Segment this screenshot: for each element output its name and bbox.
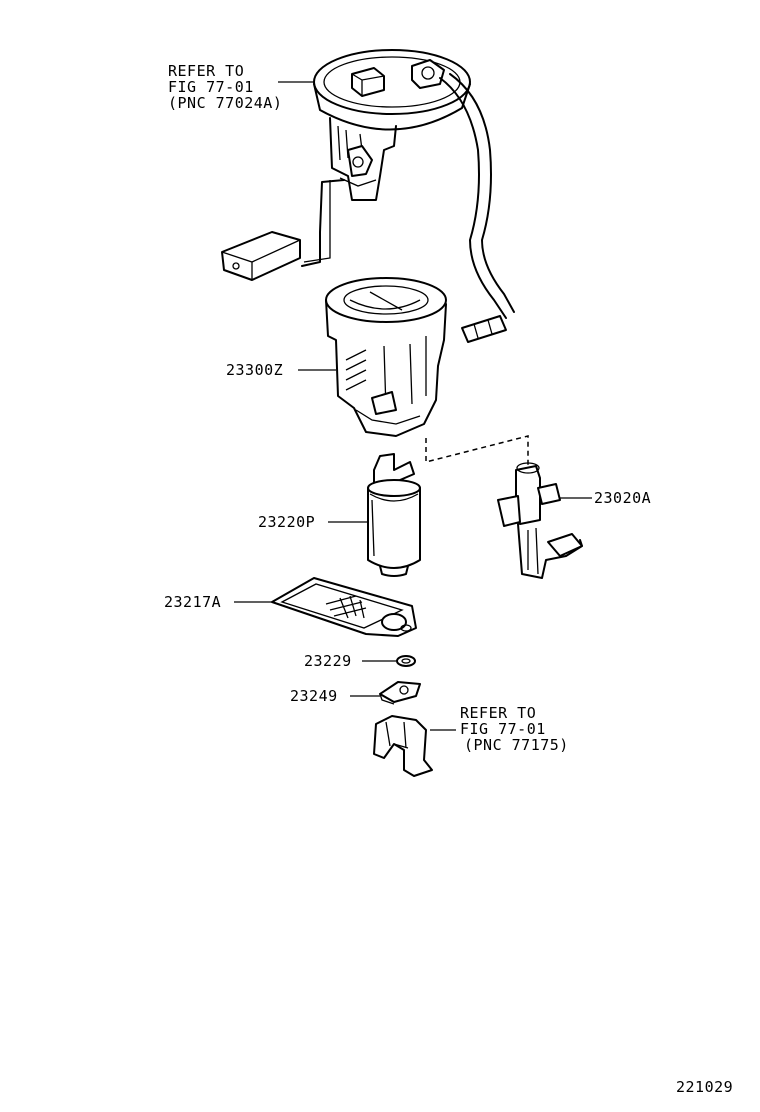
fuel-suction-filter-23217A (271, 577, 417, 637)
ref-bottom-line2: FIG 77-01 (460, 720, 546, 738)
retainer-23249 (379, 681, 421, 705)
part-label-23220P: 23220P (258, 513, 315, 531)
pressure-regulator-23020A (425, 435, 583, 579)
gasket-23229 (396, 655, 416, 667)
ref-note-top: REFER TO FIG 77-01 (PNC 77024A) (168, 62, 282, 112)
fuel-pump-housing-23300Z (325, 277, 447, 437)
ref-top-line3: (PNC 77024A) (168, 94, 282, 112)
ref-note-bottom: REFER TO FIG 77-01 (PNC 77175) (460, 704, 569, 754)
part-label-23300Z: 23300Z (226, 361, 283, 379)
pump-cushion-clip (373, 715, 433, 777)
leader-lines (234, 81, 592, 731)
part-label-23020A: 23020A (594, 489, 651, 507)
part-label-23249: 23249 (290, 687, 338, 705)
figure-number: 221029 (676, 1078, 733, 1096)
part-label-23217A: 23217A (164, 593, 221, 611)
fuel-pump-bracket-assembly (221, 49, 515, 343)
ref-bottom-line1: REFER TO (460, 704, 536, 722)
part-label-23229: 23229 (304, 652, 352, 670)
ref-bottom-line3: (PNC 77175) (464, 736, 569, 754)
ref-top-line1: REFER TO (168, 62, 244, 80)
ref-top-line2: FIG 77-01 (168, 78, 254, 96)
fuel-pump-23220P (367, 453, 421, 577)
